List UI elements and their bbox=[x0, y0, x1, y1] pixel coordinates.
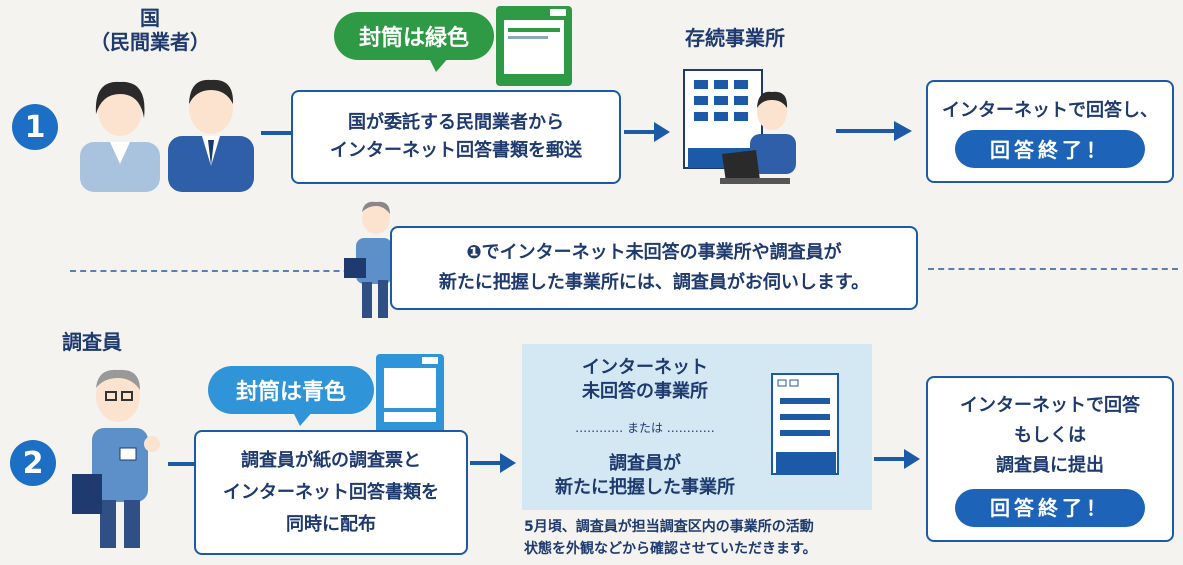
note-line1: ❶でインターネット未回答の事業所や調査員が bbox=[466, 242, 842, 263]
row2-process-line1: 調査員が紙の調査票と bbox=[241, 449, 421, 471]
row1-arrow-2 bbox=[836, 121, 912, 141]
target-line2: 未回答の事業所 bbox=[582, 381, 708, 402]
row2-result-line2: もしくは bbox=[1014, 425, 1086, 446]
row1-actor-heading: 国 （民間業者） bbox=[60, 6, 240, 54]
callout-tail bbox=[428, 56, 450, 72]
step-1-badge: 1 bbox=[12, 104, 58, 150]
walking-surveyor-illustration bbox=[344, 201, 392, 318]
building-icon bbox=[771, 373, 839, 475]
target-establishments-text: インターネット 未回答の事業所 ………… または ………… 調査員が 新たに把握… bbox=[540, 356, 750, 500]
row1-done-badge: 回答終了！ bbox=[955, 129, 1145, 168]
row1-connector-line bbox=[261, 131, 291, 135]
target-line1: インターネット bbox=[582, 357, 708, 378]
note-line2: 新たに把握した事業所には、調査員がお伺いします。 bbox=[438, 272, 870, 293]
green-envelope-icon bbox=[496, 6, 572, 86]
target-line3: 調査員が bbox=[609, 453, 681, 474]
row1-actor-subtitle: （民間業者） bbox=[90, 30, 210, 54]
divider-left bbox=[70, 270, 370, 272]
row1-process-box: 国が委託する民間業者から インターネット回答書類を郵送 bbox=[291, 90, 621, 184]
row1-done-label: 回答終了！ bbox=[990, 138, 1110, 162]
private-contractors-illustration bbox=[80, 79, 254, 192]
blue-envelope-icon bbox=[376, 354, 444, 440]
row2-process-box: 調査員が紙の調査票と インターネット回答書類を 同時に配布 bbox=[194, 430, 468, 555]
row1-destination-title: 存続事業所 bbox=[685, 26, 785, 50]
footnote-line1: 5月頃、調査員が担当調査区内の事業所の活動 bbox=[524, 519, 814, 535]
row2-arrow-2 bbox=[874, 449, 920, 469]
row1-process-line2: インターネット回答書類を郵送 bbox=[330, 140, 582, 161]
row1-result-line1: インターネットで回答し、 bbox=[942, 99, 1158, 121]
row2-footnote: 5月頃、調査員が担当調査区内の事業所の活動 状態を外観などから確認させていただき… bbox=[524, 516, 904, 560]
row2-result-line1: インターネットで回答 bbox=[960, 395, 1140, 416]
row2-result-box: インターネットで回答 もしくは 調査員に提出 回答終了！ bbox=[926, 376, 1174, 542]
office-worker-illustration bbox=[683, 69, 796, 184]
callout-tail-2 bbox=[292, 410, 314, 426]
revisit-note-box: ❶でインターネット未回答の事業所や調査員が 新たに把握した事業所には、調査員がお… bbox=[390, 226, 918, 310]
row1-arrow-1 bbox=[624, 122, 670, 142]
row2-process-line2: インターネット回答書類を bbox=[223, 481, 439, 503]
row2-envelope-label: 封筒は青色 bbox=[235, 380, 346, 405]
row1-actor-title: 国 bbox=[140, 6, 160, 30]
step-2-badge: 2 bbox=[10, 440, 56, 486]
footnote-line2: 状態を外観などから確認させていただきます。 bbox=[524, 541, 817, 557]
row1-result-box: インターネットで回答し、 回答終了！ bbox=[926, 80, 1174, 183]
row1-process-line1: 国が委託する民間業者から bbox=[348, 112, 564, 133]
row2-arrow-1 bbox=[470, 453, 516, 473]
row2-done-label: 回答終了！ bbox=[990, 496, 1110, 520]
surveyor-illustration bbox=[72, 369, 160, 548]
row1-envelope-label: 封筒は緑色 bbox=[358, 26, 469, 51]
row2-actor-title: 調査員 bbox=[62, 330, 122, 354]
row2-done-badge: 回答終了！ bbox=[955, 489, 1145, 527]
divider-right bbox=[928, 268, 1178, 270]
step-1-number: 1 bbox=[24, 109, 46, 145]
row2-envelope-callout: 封筒は青色 bbox=[208, 366, 374, 414]
row1-envelope-callout: 封筒は緑色 bbox=[334, 12, 494, 60]
row2-connector-line bbox=[168, 462, 198, 466]
target-line4: 新たに把握した事業所 bbox=[555, 477, 735, 498]
row2-process-line3: 同時に配布 bbox=[286, 513, 376, 535]
row2-result-line3: 調査員に提出 bbox=[996, 455, 1104, 476]
step-2-number: 2 bbox=[22, 445, 44, 481]
target-or: ………… または ………… bbox=[575, 421, 715, 435]
